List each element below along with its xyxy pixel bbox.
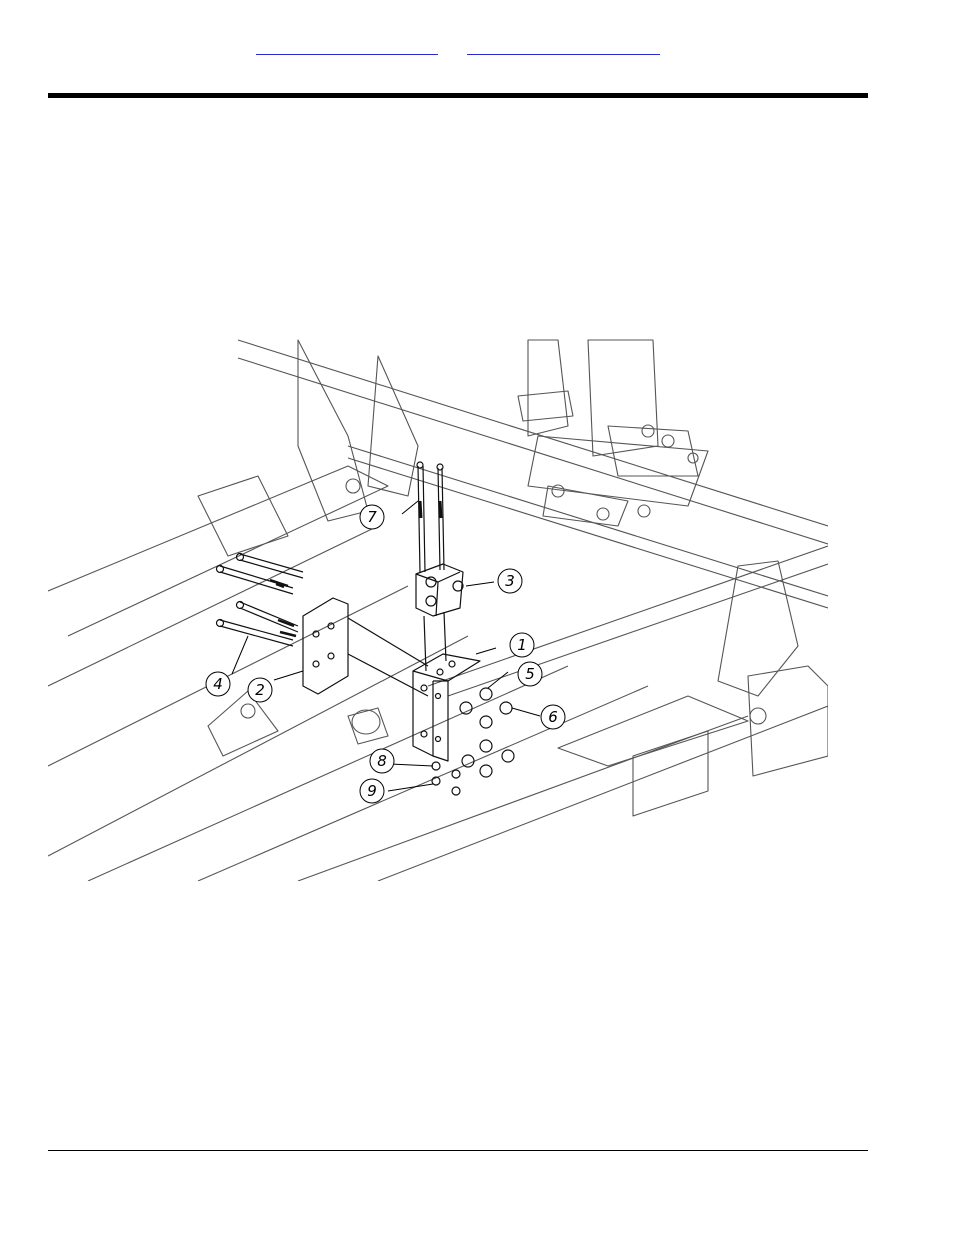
svg-text:8: 8 [377, 752, 387, 770]
svg-text:9: 9 [367, 782, 377, 800]
parts-diagram: 1 2 3 4 5 6 7 [48, 336, 828, 881]
svg-text:3: 3 [505, 572, 515, 590]
callout-7: 7 [360, 505, 384, 529]
svg-text:1: 1 [517, 636, 527, 654]
callout-2: 2 [248, 678, 272, 702]
footer-rule [48, 1150, 868, 1151]
callout-4: 4 [206, 672, 230, 696]
callout-5: 5 [518, 662, 542, 686]
header-rule [48, 93, 868, 98]
callout-6: 6 [541, 705, 565, 729]
svg-text:4: 4 [213, 675, 223, 693]
callout-9: 9 [360, 779, 384, 803]
svg-text:6: 6 [548, 708, 558, 726]
header-link-2[interactable] [467, 40, 660, 55]
callout-3: 3 [498, 569, 522, 593]
svg-text:5: 5 [525, 665, 535, 683]
header-link-1[interactable] [256, 40, 438, 55]
callout-8: 8 [370, 749, 394, 773]
svg-text:7: 7 [367, 508, 377, 526]
svg-text:2: 2 [255, 681, 265, 699]
callout-1: 1 [510, 633, 534, 657]
